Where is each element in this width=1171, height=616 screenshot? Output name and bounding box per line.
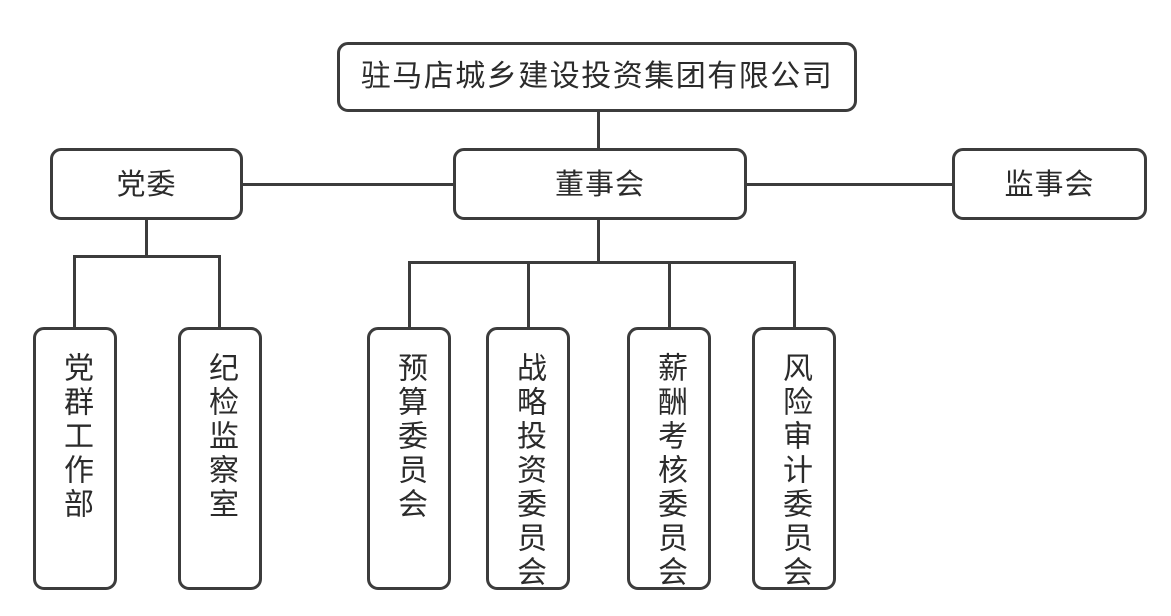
node-party-committee[interactable]: 党委 xyxy=(50,148,243,220)
node-compensation-appraisal-committee[interactable]: 薪酬考核委员会 xyxy=(627,327,711,590)
node-party-mass-work-dept[interactable]: 党群工作部 xyxy=(33,327,117,590)
node-risk-audit-committee[interactable]: 风险审计委员会 xyxy=(752,327,836,590)
connector-party-to-board xyxy=(242,183,455,186)
node-label-board-of-directors: 董事会 xyxy=(554,166,645,201)
connector-drop-budget-committee xyxy=(408,261,411,329)
connector-drop-risk-audit-committee xyxy=(793,261,796,329)
node-label-party-mass-work-dept: 党群工作部 xyxy=(58,352,93,522)
node-label-compensation-appraisal-committee: 薪酬考核委员会 xyxy=(652,352,687,590)
node-root-company[interactable]: 驻马店城乡建设投资集团有限公司 xyxy=(337,42,857,112)
node-label-risk-audit-committee: 风险审计委员会 xyxy=(777,352,812,590)
node-label-board-of-supervisors: 监事会 xyxy=(1004,166,1095,201)
node-strategic-investment-committee[interactable]: 战略投资委员会 xyxy=(486,327,570,590)
connector-drop-strategic-investment-committee xyxy=(527,261,530,329)
connector-party-bus xyxy=(73,255,221,258)
connector-drop-compensation-appraisal-committee xyxy=(668,261,671,329)
connector-board-bus xyxy=(408,261,796,264)
node-discipline-inspection-office[interactable]: 纪检监察室 xyxy=(178,327,262,590)
node-board-of-supervisors[interactable]: 监事会 xyxy=(952,148,1147,220)
connector-drop-party-mass-work-dept xyxy=(73,255,76,329)
node-board-of-directors[interactable]: 董事会 xyxy=(453,148,747,220)
connector-board-to-supervisors xyxy=(745,183,954,186)
node-budget-committee[interactable]: 预算委员会 xyxy=(367,327,451,590)
node-label-budget-committee: 预算委员会 xyxy=(392,352,427,522)
node-label-strategic-investment-committee: 战略投资委员会 xyxy=(511,352,546,590)
connector-board-stem xyxy=(597,218,600,264)
connector-party-stem xyxy=(145,218,148,258)
connector-drop-discipline-inspection-office xyxy=(218,255,221,329)
node-label-party-committee: 党委 xyxy=(116,166,177,201)
connector-root-to-board xyxy=(597,110,600,150)
node-label-root-company: 驻马店城乡建设投资集团有限公司 xyxy=(360,59,834,95)
node-label-discipline-inspection-office: 纪检监察室 xyxy=(203,352,238,522)
